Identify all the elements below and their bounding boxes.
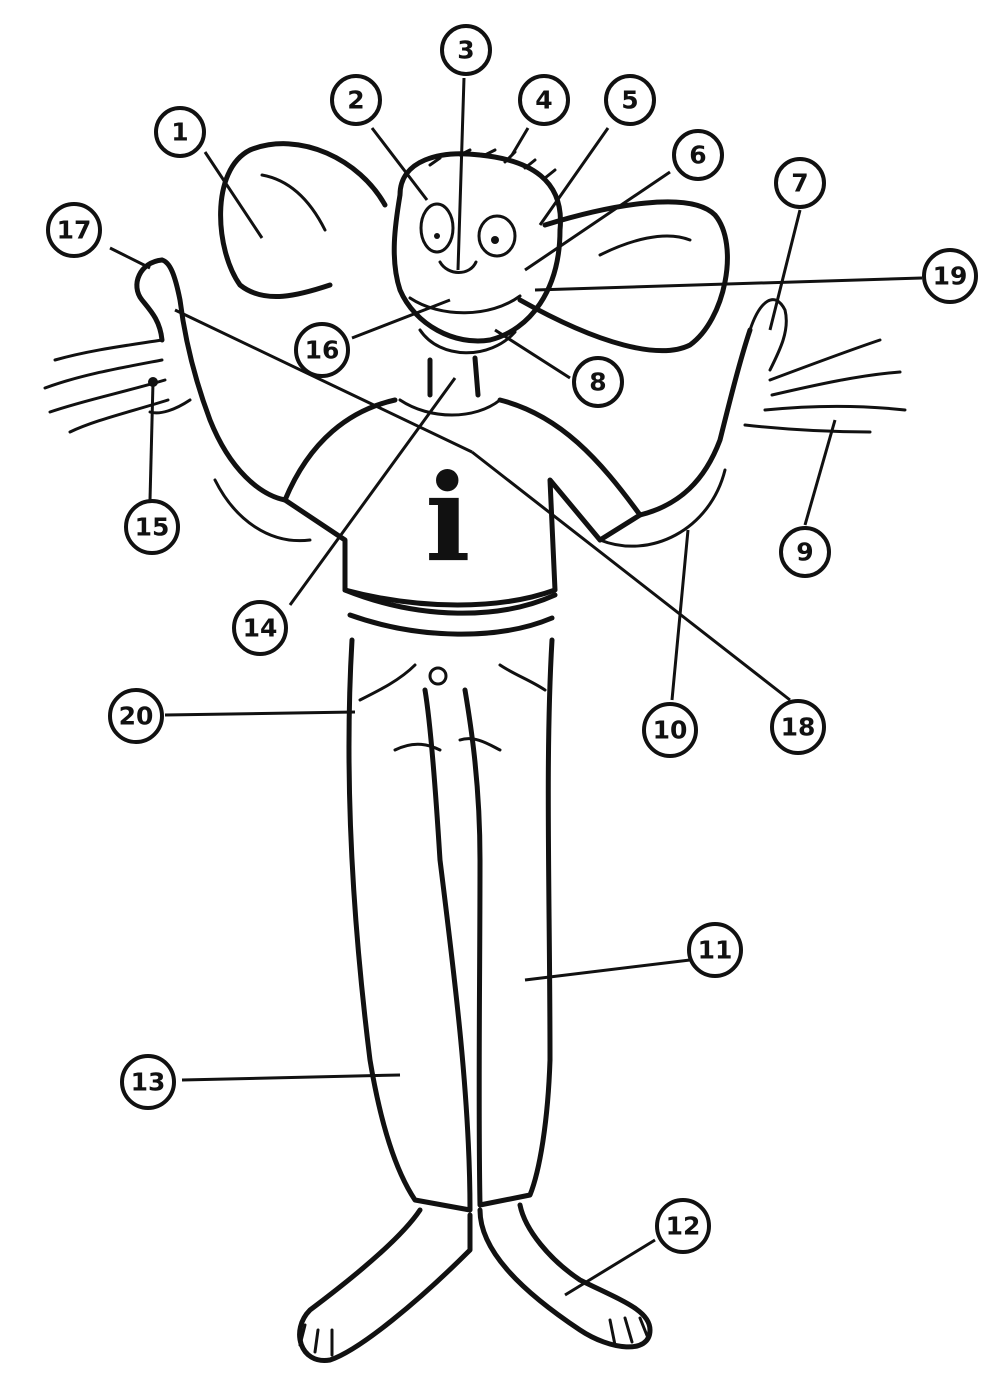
label-badge-1: 1 <box>156 108 204 156</box>
left-hand-drawing <box>45 340 190 432</box>
label-badge-3: 3 <box>442 26 490 74</box>
label-number: 3 <box>457 36 474 65</box>
neck-drawing <box>430 358 478 395</box>
left-foot-drawing <box>300 1210 470 1360</box>
label-badge-12: 12 <box>657 1200 709 1252</box>
label-number: 15 <box>135 513 170 542</box>
label-badge-15: 15 <box>126 501 178 553</box>
number-badges: 1 2 3 4 5 6 7 8 9 10 11 12 13 14 15 16 1… <box>48 26 976 1252</box>
label-badge-4: 4 <box>520 76 568 124</box>
label-badge-17: 17 <box>48 204 100 256</box>
label-number: 20 <box>119 702 154 731</box>
label-badge-18: 18 <box>772 701 824 753</box>
label-badge-14: 14 <box>234 602 286 654</box>
leader-lines <box>110 78 922 1295</box>
cartoon-figure: i <box>45 144 905 1361</box>
label-badge-19: 19 <box>924 250 976 302</box>
label-number: 14 <box>243 614 278 643</box>
label-number: 4 <box>535 86 552 115</box>
eyes-drawing <box>421 204 515 256</box>
label-badge-6: 6 <box>674 131 722 179</box>
left-ear-drawing <box>221 144 385 297</box>
shirt-letter: i <box>425 448 471 589</box>
label-number: 2 <box>347 86 364 115</box>
label-number: 12 <box>666 1212 701 1241</box>
label-badge-20: 20 <box>110 690 162 742</box>
label-badge-13: 13 <box>122 1056 174 1108</box>
label-number: 18 <box>781 713 816 742</box>
right-hand-drawing <box>745 300 905 432</box>
label-number: 11 <box>698 936 733 965</box>
label-number: 16 <box>305 336 340 365</box>
label-number: 8 <box>589 368 606 397</box>
label-number: 19 <box>933 262 968 291</box>
label-number: 5 <box>621 86 638 115</box>
label-badge-11: 11 <box>689 924 741 976</box>
right-leg-drawing <box>465 640 552 1205</box>
label-number: 6 <box>689 141 706 170</box>
label-badge-8: 8 <box>574 358 622 406</box>
label-number: 10 <box>653 716 688 745</box>
label-number: 13 <box>131 1068 166 1097</box>
label-number: 7 <box>791 169 808 198</box>
label-number: 1 <box>171 118 188 147</box>
left-leg-drawing <box>349 640 470 1210</box>
label-number: 17 <box>57 216 92 245</box>
label-badge-10: 10 <box>644 704 696 756</box>
label-number: 9 <box>796 538 813 567</box>
label-badge-7: 7 <box>776 159 824 207</box>
label-badge-2: 2 <box>332 76 380 124</box>
right-foot-drawing <box>480 1205 650 1347</box>
right-arm-drawing <box>640 330 750 515</box>
label-badge-9: 9 <box>781 528 829 576</box>
label-badge-5: 5 <box>606 76 654 124</box>
label-badge-16: 16 <box>296 324 348 376</box>
